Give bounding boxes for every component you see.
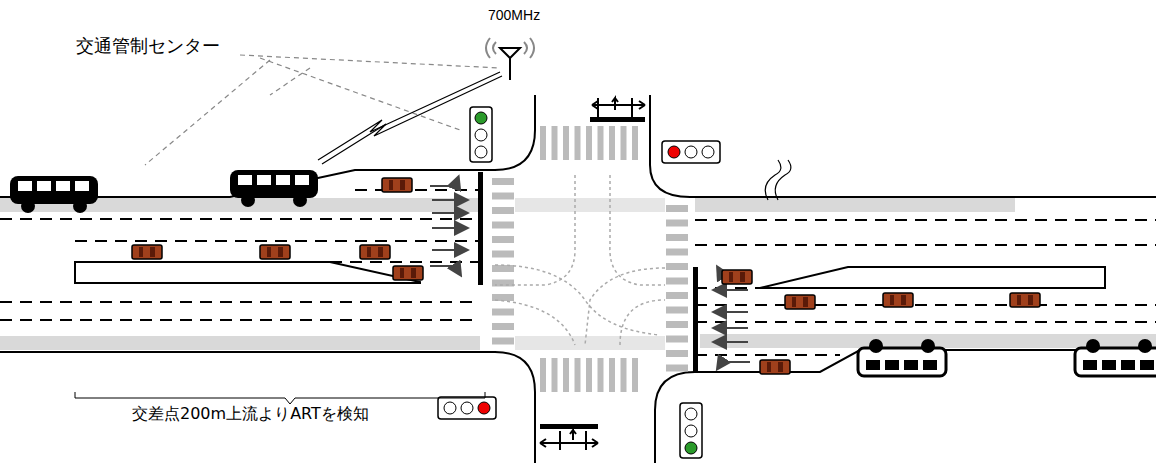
label-text: 700MHz bbox=[488, 7, 540, 23]
label-text: 交差点200m上流よりARTを検知 bbox=[132, 404, 369, 423]
text-label: 交差点200m上流よりARTを検知 bbox=[132, 404, 369, 425]
text-label: 交通管制センター bbox=[76, 34, 220, 58]
text-label: 700MHz bbox=[488, 7, 540, 23]
label-text: 交通管制センター bbox=[76, 35, 220, 56]
